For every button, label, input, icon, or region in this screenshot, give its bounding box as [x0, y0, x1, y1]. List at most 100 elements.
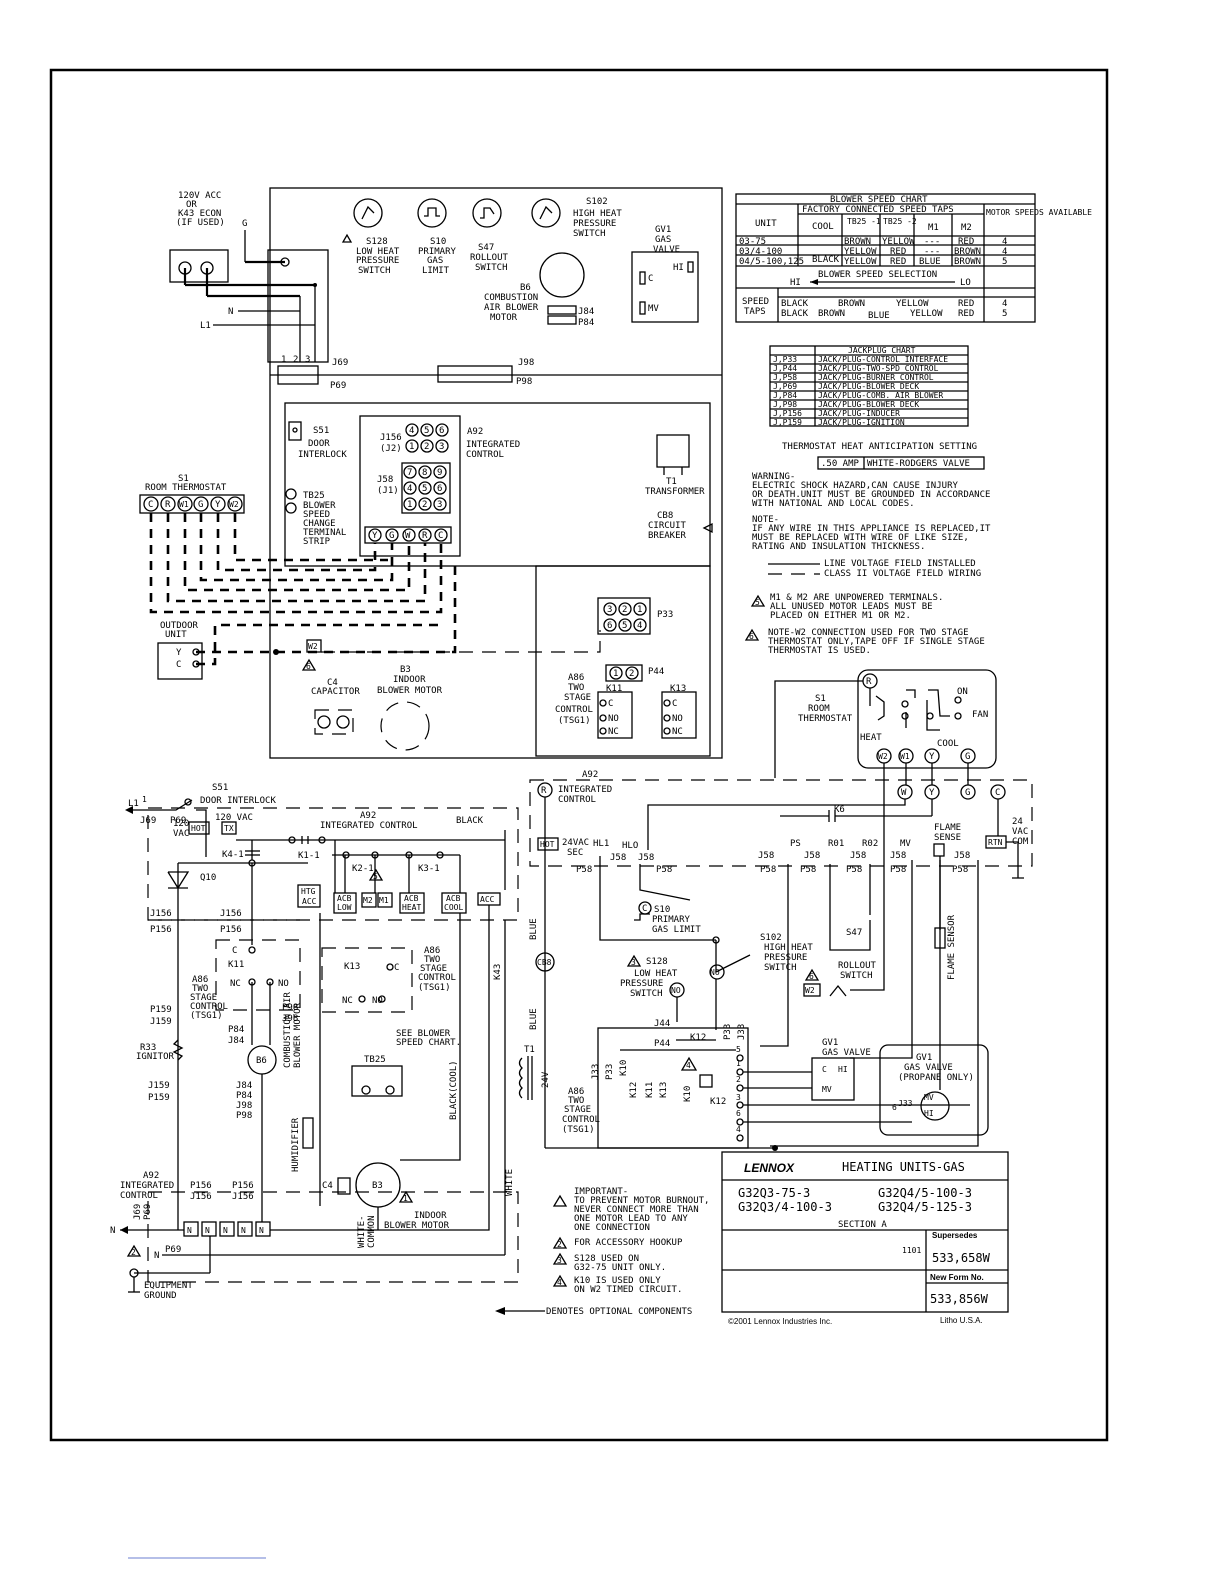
- svg-text:TRANSFORMER: TRANSFORMER: [645, 487, 705, 497]
- svg-text:G32Q4/5-125-3: G32Q4/5-125-3: [878, 1200, 972, 1214]
- svg-text:4: 4: [1002, 299, 1007, 309]
- svg-text:C: C: [648, 274, 653, 284]
- svg-text:533,856W: 533,856W: [930, 1292, 989, 1306]
- svg-text:K43: K43: [493, 964, 503, 980]
- svg-text:GV1: GV1: [822, 1038, 838, 1048]
- svg-text:SEC: SEC: [567, 848, 583, 858]
- svg-text:BLOWER SPEED SELECTION: BLOWER SPEED SELECTION: [818, 270, 937, 280]
- j58-pins: 7 8 9 4 5 6 1 2 3: [401, 462, 451, 514]
- svg-text:N: N: [241, 1226, 246, 1235]
- svg-text:INDOOR: INDOOR: [414, 1211, 447, 1221]
- svg-text:J84: J84: [228, 1036, 244, 1046]
- svg-text:STRIP: STRIP: [303, 537, 331, 547]
- svg-text:K10: K10: [683, 1086, 693, 1102]
- svg-text:BLOWER: BLOWER: [303, 501, 336, 511]
- svg-text:GV1: GV1: [655, 225, 671, 235]
- svg-text:J58: J58: [804, 851, 820, 861]
- svg-text:04/5-100,125: 04/5-100,125: [739, 257, 804, 267]
- svg-text:UNIT: UNIT: [165, 630, 187, 640]
- svg-text:STAGE: STAGE: [564, 693, 591, 703]
- svg-text:CAPACITOR: CAPACITOR: [311, 687, 360, 697]
- svg-text:HUMIDIFIER: HUMIDIFIER: [291, 1117, 301, 1172]
- svg-text:---: ---: [924, 247, 940, 257]
- svg-text:6: 6: [607, 621, 612, 631]
- svg-text:BLACK: BLACK: [781, 309, 809, 319]
- schematic-right: R A92 INTEGRATED CONTROL W Y G C K6 HOT …: [518, 763, 1033, 1151]
- svg-text:JACK/PLUG-BURNER CONTROL: JACK/PLUG-BURNER CONTROL: [818, 373, 934, 382]
- svg-text:P84: P84: [578, 318, 594, 328]
- svg-text:J58: J58: [377, 475, 393, 485]
- svg-text:NO: NO: [278, 979, 289, 989]
- svg-text:NC: NC: [342, 996, 353, 1006]
- svg-text:STAGE: STAGE: [564, 1105, 591, 1115]
- svg-text:N: N: [228, 307, 233, 317]
- svg-text:J98: J98: [282, 1014, 298, 1024]
- page-frame: [49, 68, 1109, 1442]
- svg-text:BROWN: BROWN: [838, 299, 865, 309]
- svg-text:Litho U.S.A.: Litho U.S.A.: [940, 1316, 983, 1325]
- svg-text:2: 2: [736, 1075, 741, 1084]
- svg-text:S10: S10: [430, 237, 446, 247]
- svg-text:SPEED: SPEED: [303, 510, 330, 520]
- svg-text:G: G: [965, 752, 970, 762]
- svg-text:JACK/PLUG-TWO-SPD CONTROL: JACK/PLUG-TWO-SPD CONTROL: [818, 364, 939, 373]
- svg-text:R: R: [541, 786, 547, 796]
- svg-text:MUST BE REPLACED WITH WIRE OF: MUST BE REPLACED WITH WIRE OF LIKE SIZE,: [752, 533, 969, 543]
- svg-text:6: 6: [809, 972, 814, 981]
- svg-text:3: 3: [607, 605, 612, 615]
- svg-text:FLAME: FLAME: [934, 823, 961, 833]
- svg-text:2: 2: [293, 355, 298, 365]
- svg-text:Supersedes: Supersedes: [932, 1231, 978, 1240]
- svg-text:LOW HEAT: LOW HEAT: [634, 969, 678, 979]
- svg-text:J,P84: J,P84: [773, 391, 797, 400]
- svg-text:(IF USED): (IF USED): [176, 218, 225, 228]
- svg-text:TWO: TWO: [192, 984, 208, 994]
- svg-text:BLACK: BLACK: [781, 299, 809, 309]
- svg-text:4: 4: [557, 1278, 562, 1287]
- svg-text:K12: K12: [710, 1097, 726, 1107]
- svg-text:YELLOW: YELLOW: [844, 247, 877, 257]
- svg-text:(J1): (J1): [377, 486, 399, 496]
- svg-text:PRESSURE: PRESSURE: [764, 953, 807, 963]
- svg-text:B3: B3: [372, 1181, 383, 1191]
- svg-text:GAS: GAS: [655, 235, 671, 245]
- svg-text:1: 1: [407, 500, 412, 510]
- svg-text:R02: R02: [862, 839, 878, 849]
- svg-text:(J2): (J2): [380, 444, 402, 454]
- svg-text:P98: P98: [282, 1003, 298, 1013]
- svg-text:COOL: COOL: [812, 222, 834, 232]
- svg-text:S47: S47: [478, 243, 494, 253]
- svg-text:NO: NO: [710, 968, 720, 977]
- svg-text:BLACK: BLACK: [812, 255, 840, 265]
- svg-text:N: N: [259, 1226, 264, 1235]
- svg-text:COOL: COOL: [444, 903, 463, 912]
- svg-text:IMPORTANT-: IMPORTANT-: [574, 1187, 628, 1197]
- svg-text:WITH NATIONAL AND LOCAL CODES.: WITH NATIONAL AND LOCAL CODES.: [752, 499, 915, 509]
- svg-text:4: 4: [686, 1061, 691, 1070]
- svg-text:3: 3: [631, 958, 636, 967]
- svg-text:G: G: [965, 788, 970, 798]
- svg-text:K11: K11: [228, 960, 244, 970]
- svg-text:4: 4: [736, 1125, 741, 1134]
- svg-text:©2001 Lennox Industries Inc.: ©2001 Lennox Industries Inc.: [728, 1317, 832, 1326]
- svg-text:A92: A92: [360, 811, 376, 821]
- svg-text:S51: S51: [212, 783, 228, 793]
- svg-text:A86: A86: [424, 946, 440, 956]
- svg-text:2: 2: [422, 500, 427, 510]
- svg-text:ONE MOTOR LEAD TO ANY: ONE MOTOR LEAD TO ANY: [574, 1214, 688, 1224]
- svg-text:BLOWER MOTOR: BLOWER MOTOR: [293, 1002, 303, 1068]
- svg-text:C: C: [672, 699, 677, 709]
- svg-text:24V: 24V: [541, 1071, 551, 1088]
- svg-text:ROLLOUT: ROLLOUT: [838, 961, 877, 971]
- svg-text:533,658W: 533,658W: [932, 1251, 991, 1265]
- svg-text:DOOR INTERLOCK: DOOR INTERLOCK: [200, 796, 276, 806]
- svg-text:PRESSURE: PRESSURE: [356, 256, 399, 266]
- svg-text:THERMOSTAT IS USED.: THERMOSTAT IS USED.: [768, 646, 871, 656]
- svg-text:ALL UNUSED MOTOR LEADS MUST BE: ALL UNUSED MOTOR LEADS MUST BE: [770, 602, 933, 612]
- svg-text:JACK/PLUG-IGNITION: JACK/PLUG-IGNITION: [818, 418, 905, 427]
- svg-text:Y: Y: [929, 788, 935, 798]
- svg-text:NC: NC: [672, 727, 683, 737]
- svg-text:1: 1: [281, 355, 286, 365]
- svg-text:R: R: [866, 677, 872, 687]
- svg-text:1: 1: [637, 605, 642, 615]
